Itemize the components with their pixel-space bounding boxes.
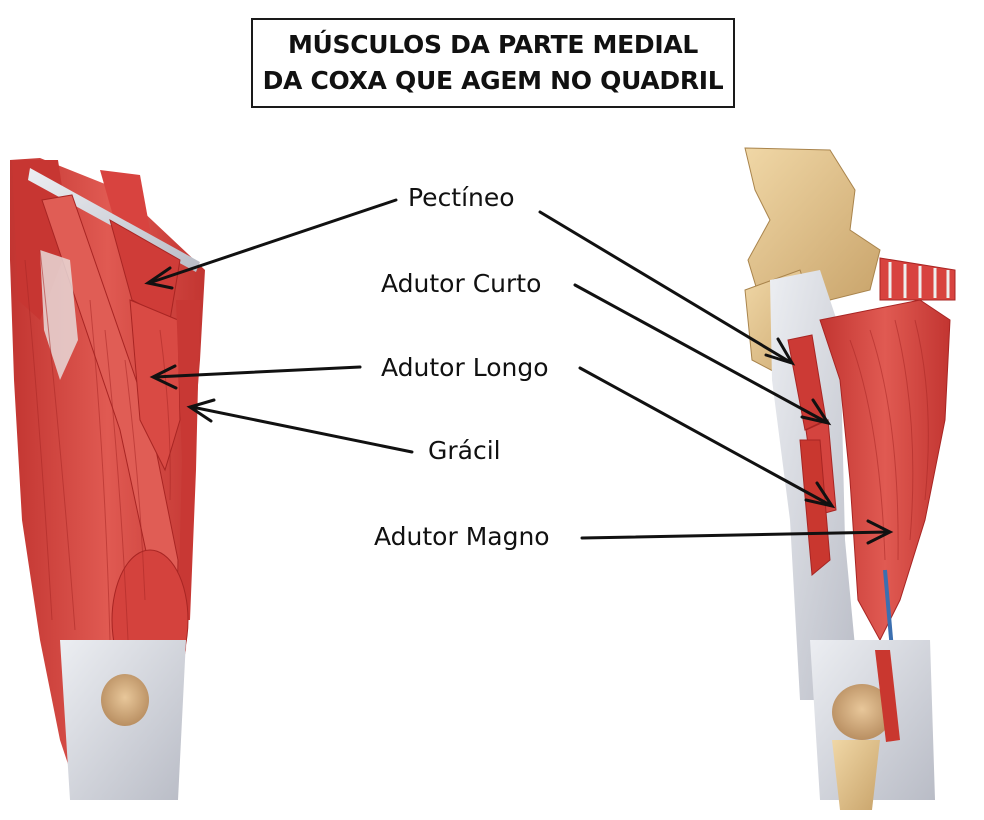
label-gracil: Grácil xyxy=(428,436,501,466)
left-patella xyxy=(101,674,149,726)
label-adutor-longo: Adutor Longo xyxy=(381,353,549,383)
label-pectineo: Pectíneo xyxy=(408,183,515,213)
label-adutor-magno: Adutor Magno xyxy=(374,522,550,552)
left-thigh-illustration xyxy=(10,158,205,800)
title-line-1: MÚSCULOS DA PARTE MEDIAL xyxy=(288,27,698,63)
right-thigh-illustration xyxy=(745,148,955,810)
title-box: MÚSCULOS DA PARTE MEDIAL DA COXA QUE AGE… xyxy=(251,18,735,108)
title-line-2: DA COXA QUE AGEM NO QUADRIL xyxy=(263,63,724,99)
right-tibia-bone xyxy=(832,740,880,810)
label-adutor-curto: Adutor Curto xyxy=(381,269,541,299)
arrow-gracil-left xyxy=(190,400,412,452)
